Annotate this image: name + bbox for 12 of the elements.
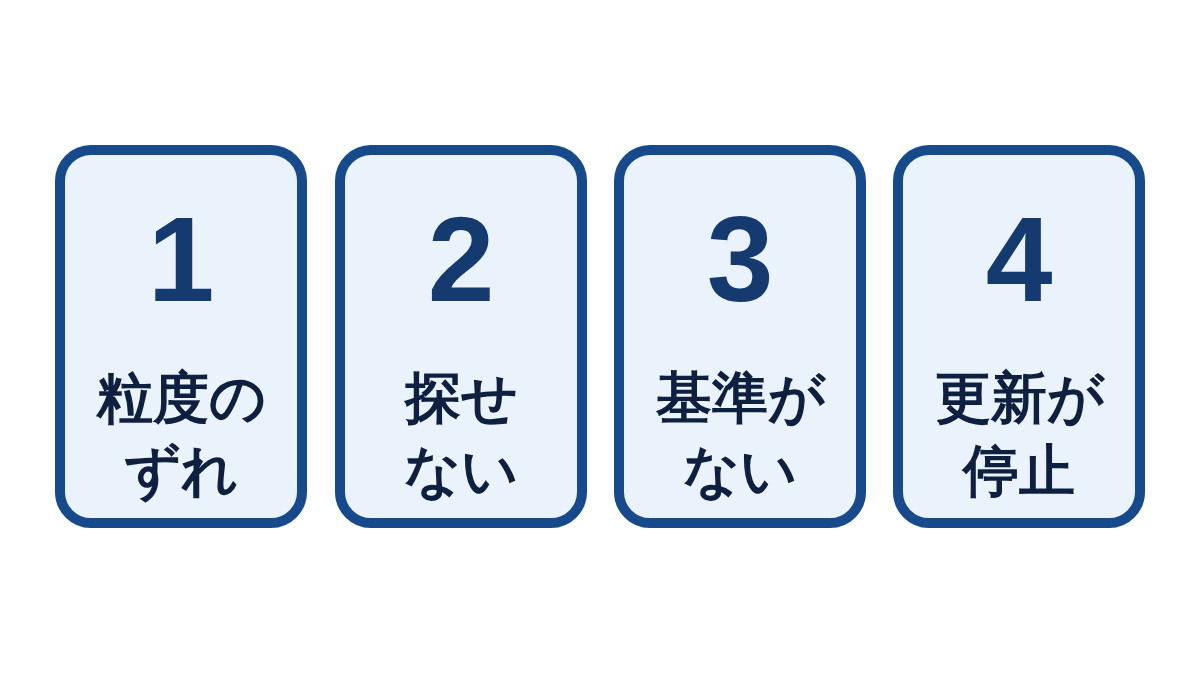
card-label: 基準がない: [654, 364, 827, 505]
card: [55, 145, 307, 528]
card: [893, 145, 1145, 528]
card-label: 更新が停止: [933, 364, 1106, 505]
card: [614, 145, 866, 528]
card-number: 3: [705, 199, 775, 319]
card: [335, 145, 587, 528]
card-number: 2: [426, 199, 496, 319]
card-label: 探せない: [403, 364, 519, 505]
card-label: 粒度のずれ: [95, 364, 267, 505]
card-number: 4: [984, 199, 1054, 319]
card-number: 1: [146, 199, 216, 319]
